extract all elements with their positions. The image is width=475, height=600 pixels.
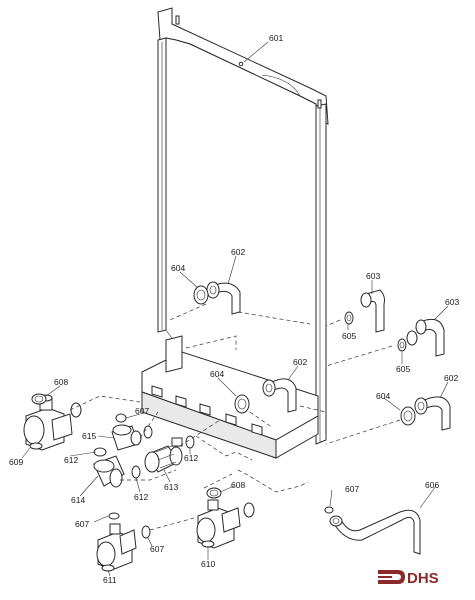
label-607-upper: 607 bbox=[135, 406, 149, 416]
washer-605-lower bbox=[397, 338, 407, 352]
label-606: 606 bbox=[425, 480, 439, 490]
pipe-elbow-602-middle bbox=[262, 378, 297, 413]
seal-607-611-side bbox=[141, 525, 151, 539]
washer-605-upper bbox=[344, 311, 354, 325]
label-612-right: 612 bbox=[184, 453, 198, 463]
label-602-middle: 602 bbox=[293, 357, 307, 367]
seal-612-615 bbox=[143, 425, 153, 439]
label-615: 615 bbox=[82, 431, 96, 441]
label-612-left: 612 bbox=[64, 455, 78, 465]
mounting-frame bbox=[141, 7, 329, 459]
label-607-lower-left: 607 bbox=[75, 519, 89, 529]
seal-612-left bbox=[70, 402, 82, 418]
label-611: 611 bbox=[103, 575, 117, 585]
label-613: 613 bbox=[164, 482, 178, 492]
assembly-dashed-lines bbox=[69, 303, 401, 531]
washer-608-610-top bbox=[206, 487, 222, 499]
pipe-elbow-602-right bbox=[414, 396, 451, 431]
label-604-upper: 604 bbox=[171, 263, 185, 273]
label-602-upper: 602 bbox=[231, 247, 245, 257]
pipe-stub-603-upper bbox=[360, 289, 385, 333]
valve-611 bbox=[96, 523, 137, 572]
logo-bracket-mark bbox=[378, 570, 405, 584]
washer-608-610-side bbox=[243, 502, 255, 518]
seal-612-614 bbox=[93, 447, 107, 457]
valve-613 bbox=[144, 437, 183, 473]
label-605-lower: 605 bbox=[396, 364, 410, 374]
label-608-right: 608 bbox=[231, 480, 245, 490]
pipe-elbow-602-upper bbox=[206, 281, 241, 315]
logo-text: DHS bbox=[407, 570, 439, 587]
seal-607-611-top bbox=[108, 512, 120, 520]
pipe-stub-603-lower bbox=[415, 318, 445, 357]
nut-604-upper bbox=[193, 285, 209, 305]
label-602-right: 602 bbox=[444, 373, 458, 383]
label-608-left: 608 bbox=[54, 377, 68, 387]
label-604-right: 604 bbox=[376, 391, 390, 401]
label-603-lower: 603 bbox=[445, 297, 459, 307]
label-603-upper: 603 bbox=[366, 271, 380, 281]
label-609: 609 bbox=[9, 457, 23, 467]
label-607-lower-right: 607 bbox=[150, 544, 164, 554]
nut-604-right bbox=[400, 406, 416, 426]
elbow-615 bbox=[111, 424, 142, 451]
elbow-614 bbox=[93, 455, 125, 488]
label-610: 610 bbox=[201, 559, 215, 569]
seal-607-pipe bbox=[324, 506, 334, 514]
label-601: 601 bbox=[269, 33, 283, 43]
washer-608-left bbox=[31, 393, 47, 405]
label-607-pipe: 607 bbox=[345, 484, 359, 494]
valve-609 bbox=[23, 394, 73, 451]
seal-607-615 bbox=[115, 413, 127, 423]
label-612-lower: 612 bbox=[134, 492, 148, 502]
label-614: 614 bbox=[71, 495, 85, 505]
seal-612-lower bbox=[131, 465, 141, 479]
label-605-upper: 605 bbox=[342, 331, 356, 341]
long-pipe-606 bbox=[329, 509, 421, 555]
part-labels: 601 602 604 603 603 605 605 602 604 602 … bbox=[9, 33, 459, 585]
leader-lines bbox=[21, 41, 449, 577]
nut-604-middle bbox=[234, 394, 250, 414]
coupling-603-lower-ring bbox=[406, 330, 418, 346]
label-604-middle: 604 bbox=[210, 369, 224, 379]
valve-610 bbox=[196, 499, 241, 549]
logo-bar bbox=[378, 576, 392, 578]
dhs-logo: DHS bbox=[378, 570, 439, 587]
